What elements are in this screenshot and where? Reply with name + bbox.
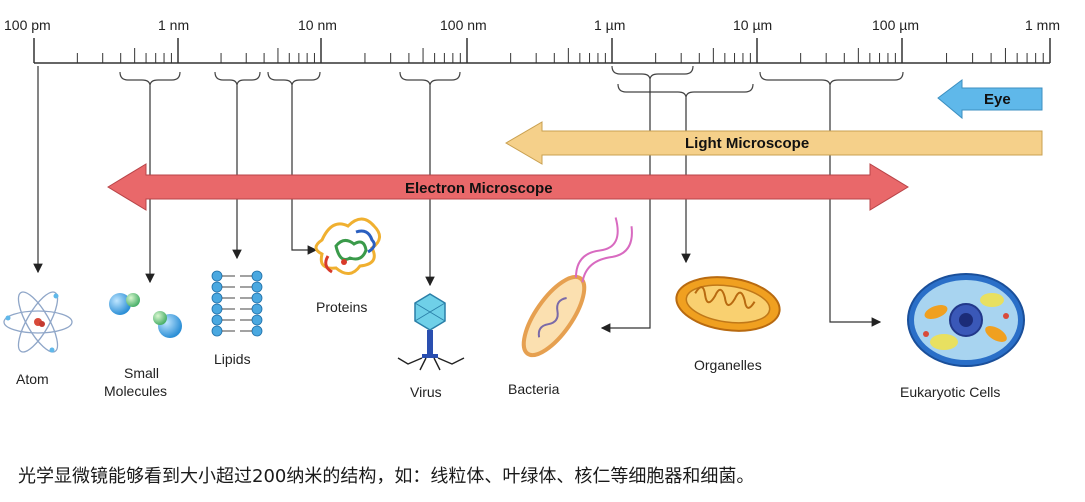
proteins-label: Proteins (316, 299, 367, 315)
lipid-head (211, 292, 223, 304)
tick-label-1nm: 1 nm (158, 17, 189, 33)
small-molecules-illustration (109, 293, 182, 338)
bracket-virus (399, 71, 461, 87)
small-molecules-label-line1: Small (124, 365, 159, 381)
log-scale-ruler: 100 pm 1 nm 10 nm 100 nm 1 µm 10 µm 100 … (4, 17, 1060, 64)
lipid-bilayer-illustration (211, 270, 263, 337)
bracket-eukaryotic (759, 71, 904, 87)
virus-label: Virus (410, 384, 442, 400)
eukaryotic-cells-label: Eukaryotic Cells (900, 384, 1000, 400)
mitochondrion-illustration (675, 276, 781, 332)
light-microscope-label: Light Microscope (685, 135, 809, 152)
electron-microscope-label: Electron Microscope (405, 180, 553, 197)
bracket-lipids (214, 71, 261, 87)
tick-label-1mm: 1 mm (1025, 17, 1060, 33)
light-microscope-range-arrow: Light Microscope (505, 121, 1043, 165)
tick-label-10nm: 10 nm (298, 17, 337, 33)
bacteria-illustration (521, 217, 633, 358)
atom-illustration (3, 291, 73, 353)
protein-illustration (314, 217, 381, 275)
electron-microscope-range-arrow: Electron Microscope (107, 163, 909, 211)
bracket-proteins (267, 71, 321, 87)
lipid-head (211, 270, 223, 282)
lipid-head (211, 325, 223, 337)
virus-illustration (397, 293, 465, 371)
tick-label-10um: 10 µm (733, 17, 772, 33)
tick-label-1um: 1 µm (594, 17, 625, 33)
lipid-head (251, 281, 263, 293)
tick-label-100nm: 100 nm (440, 17, 487, 33)
bracket-bacteria (611, 65, 694, 81)
bracket-organelles (617, 83, 754, 99)
caption-text: 光学显微镜能够看到大小超过200纳米的结构，如：线粒体、叶绿体、核仁等细胞器和细… (18, 466, 755, 487)
atom-label: Atom (16, 371, 49, 387)
eye-range-arrow: Eye (937, 79, 1043, 120)
bacteria-label: Bacteria (508, 381, 560, 397)
organelles-label: Organelles (694, 357, 762, 373)
eukaryotic-cell-illustration (907, 273, 1025, 367)
lipid-head (211, 303, 223, 315)
ruler-ticks (33, 38, 1051, 63)
eye-label: Eye (984, 91, 1011, 108)
tick-label-100um: 100 µm (872, 17, 919, 33)
lipid-head (251, 303, 263, 315)
lipids-label: Lipids (214, 351, 251, 367)
lipid-head (251, 292, 263, 304)
leader-lines (33, 66, 882, 333)
lipid-head (211, 281, 223, 293)
lipid-head (251, 325, 263, 337)
tick-label-100pm: 100 pm (4, 17, 51, 33)
lipid-head (251, 314, 263, 326)
lipid-head (211, 314, 223, 326)
lipid-head (251, 270, 263, 282)
bracket-small-molecules (119, 71, 181, 87)
small-molecules-label-line2: Molecules (104, 383, 167, 399)
